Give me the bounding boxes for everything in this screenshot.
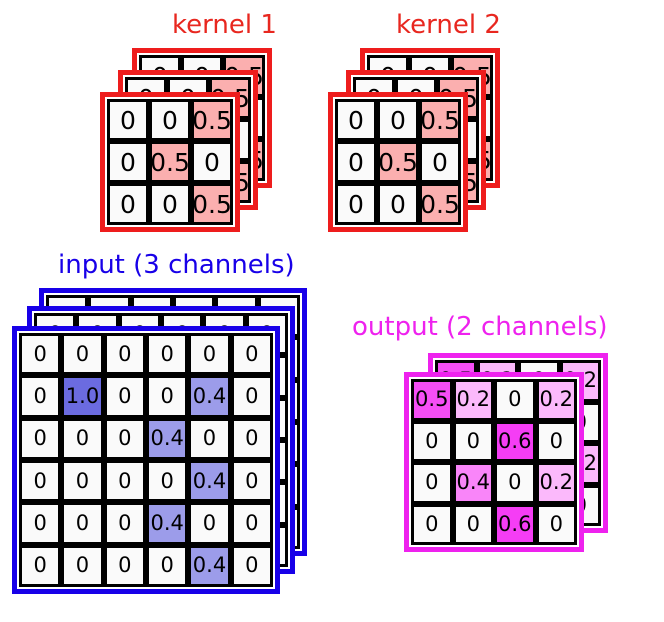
matrix-cell: 0 bbox=[61, 417, 104, 460]
matrix-cell: 0 bbox=[535, 420, 577, 462]
matrix-cell: 0 bbox=[452, 503, 494, 545]
matrix-cell: 0.4 bbox=[452, 462, 494, 504]
matrix-cell: 0 bbox=[19, 544, 62, 587]
matrix-cell: 0 bbox=[191, 141, 233, 183]
matrix-cell: 0 bbox=[230, 333, 273, 376]
matrix-cell: 0.6 bbox=[494, 503, 536, 545]
matrix-cell: 0 bbox=[19, 333, 62, 376]
matrix-cell: 0 bbox=[149, 99, 191, 141]
matrix-cell: 0.5 bbox=[191, 99, 233, 141]
matrix-cell: 0.5 bbox=[419, 99, 461, 141]
matrix-cell: 0 bbox=[61, 459, 104, 503]
matrix-cell: 0.5 bbox=[191, 183, 233, 225]
matrix-cell: 0 bbox=[452, 420, 494, 462]
matrix-cell: 0.4 bbox=[188, 375, 231, 418]
matrix-cell: 0.2 bbox=[452, 379, 494, 421]
matrix-cell: 0.5 bbox=[419, 183, 461, 225]
matrix-cell: 0 bbox=[145, 333, 189, 376]
matrix-cell: 0 bbox=[188, 502, 231, 545]
matrix-cell: 0.5 bbox=[149, 141, 191, 183]
matrix-cell: 0 bbox=[19, 375, 62, 418]
matrix-cell: 0 bbox=[230, 417, 273, 460]
matrix-cell: 0 bbox=[107, 141, 149, 183]
matrix-cell: 0 bbox=[377, 99, 419, 141]
matrix-cell: 0 bbox=[103, 417, 146, 460]
matrix-cell: 0 bbox=[494, 379, 536, 421]
matrix-cell: 0 bbox=[61, 544, 104, 587]
matrix-cell: 0 bbox=[103, 375, 146, 418]
matrix-cell: 0 bbox=[230, 544, 273, 587]
matrix-cell: 0 bbox=[103, 333, 146, 376]
matrix-cell: 0 bbox=[188, 417, 231, 460]
matrix-cell: 0 bbox=[107, 99, 149, 141]
matrix-cell: 0.4 bbox=[145, 502, 189, 545]
matrix-cell: 0 bbox=[19, 459, 62, 503]
matrix-cell: 0 bbox=[103, 459, 146, 503]
matrix-cell: 0.2 bbox=[535, 462, 577, 504]
matrix-cell: 0 bbox=[103, 502, 146, 545]
matrix-cell: 0 bbox=[61, 502, 104, 545]
matrix-cell: 1.0 bbox=[61, 375, 104, 418]
matrix-cell: 0 bbox=[419, 141, 461, 183]
matrix-cell: 0 bbox=[188, 333, 231, 376]
kernel-2-title: kernel 2 bbox=[396, 10, 501, 40]
matrix-cell: 0 bbox=[149, 183, 191, 225]
matrix-cell: 0 bbox=[335, 99, 377, 141]
matrix-cell: 0.5 bbox=[377, 141, 419, 183]
matrix-cell: 0 bbox=[411, 503, 453, 545]
matrix-cell: 0.2 bbox=[535, 379, 577, 421]
matrix-cell: 0 bbox=[335, 183, 377, 225]
matrix-cell: 0 bbox=[103, 544, 146, 587]
matrix-cell: 0.4 bbox=[188, 459, 231, 503]
matrix-cell: 0.4 bbox=[145, 417, 189, 460]
kernel-1-title: kernel 1 bbox=[172, 10, 277, 40]
matrix-cell: 0 bbox=[61, 333, 104, 376]
matrix-cell: 0 bbox=[230, 502, 273, 545]
matrix-cell: 0 bbox=[411, 420, 453, 462]
matrix-cell: 0 bbox=[19, 417, 62, 460]
matrix-cell: 0 bbox=[19, 502, 62, 545]
matrix-cell: 0.6 bbox=[494, 420, 536, 462]
matrix-cell: 0.5 bbox=[411, 379, 453, 421]
matrix-cell: 0 bbox=[145, 459, 189, 503]
matrix-cell: 0 bbox=[411, 462, 453, 504]
input-title: input (3 channels) bbox=[58, 250, 295, 280]
matrix-cell: 0 bbox=[230, 459, 273, 503]
matrix-cell: 0 bbox=[377, 183, 419, 225]
matrix-cell: 0 bbox=[494, 462, 536, 504]
matrix-cell: 0 bbox=[230, 375, 273, 418]
matrix-cell: 0.4 bbox=[188, 544, 231, 587]
matrix-cell: 0 bbox=[535, 503, 577, 545]
matrix-cell: 0 bbox=[335, 141, 377, 183]
matrix-cell: 0 bbox=[145, 375, 189, 418]
output-title: output (2 channels) bbox=[352, 312, 608, 342]
matrix-cell: 0 bbox=[107, 183, 149, 225]
matrix-cell: 0 bbox=[145, 544, 189, 587]
